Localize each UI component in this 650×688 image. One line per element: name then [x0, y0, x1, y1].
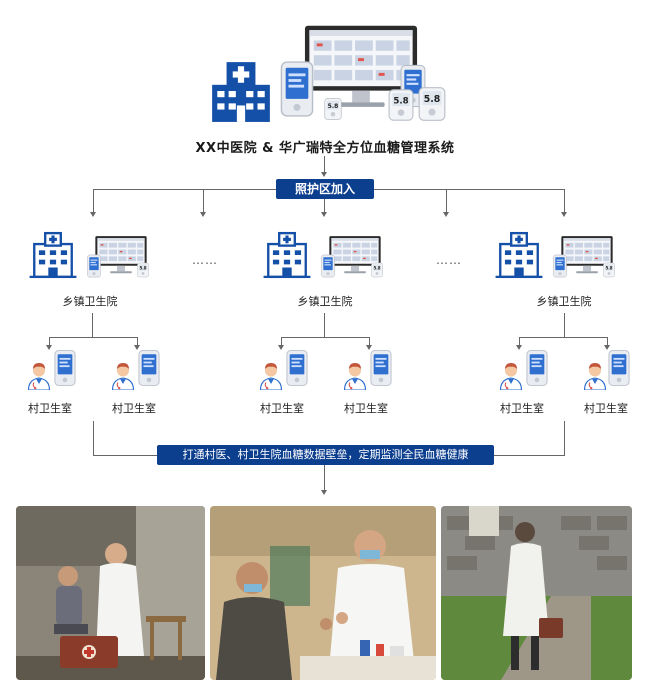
village-label: 村卫生室	[260, 402, 304, 415]
ellipsis: ……	[436, 253, 462, 267]
glucose-meter-icon	[324, 96, 342, 122]
village-label: 村卫生室	[28, 402, 72, 415]
village-tablet-icon	[54, 348, 76, 388]
township-label: 乡镇卫生院	[62, 295, 118, 308]
village-label: 村卫生室	[584, 402, 628, 415]
doctor-icon	[108, 360, 138, 390]
township-hospital-icon	[28, 230, 78, 280]
village-label: 村卫生室	[112, 402, 156, 415]
township-tablet-icon	[87, 254, 101, 278]
village-tablet-icon	[370, 348, 392, 388]
doctor-icon	[580, 360, 610, 390]
township-hospital-icon	[494, 230, 544, 280]
township-label: 乡镇卫生院	[297, 295, 353, 308]
doctor-icon	[496, 360, 526, 390]
doctor-icon	[24, 360, 54, 390]
township-tablet-icon	[553, 254, 567, 278]
main-hospital-icon	[208, 58, 274, 124]
township-meter-icon	[371, 262, 383, 278]
doctor-icon	[256, 360, 286, 390]
township-meter-icon	[137, 262, 149, 278]
glucose-meter-icon	[418, 86, 446, 122]
glucose-meter-icon	[388, 88, 414, 122]
village-label: 村卫生室	[500, 402, 544, 415]
township-meter-icon	[603, 262, 615, 278]
ellipsis: ……	[192, 253, 218, 267]
data-integration-banner: 打通村医、村卫生院血糖数据壁垒，定期监测全民血糖健康	[157, 445, 494, 465]
photo-glucose-test	[210, 506, 436, 680]
main-device-cluster	[280, 22, 450, 126]
village-tablet-icon	[138, 348, 160, 388]
join-banner: 照护区加入	[276, 179, 374, 199]
township-tablet-icon	[321, 254, 335, 278]
photo-home-visit-walk	[441, 506, 632, 680]
village-tablet-icon	[608, 348, 630, 388]
photo-village-doctor-visit	[16, 506, 205, 680]
village-label: 村卫生室	[344, 402, 388, 415]
system-title: XX中医院 & 华广瑞特全方位血糖管理系统	[195, 141, 455, 156]
village-tablet-icon	[526, 348, 548, 388]
township-hospital-icon	[262, 230, 312, 280]
tablet-icon	[280, 60, 314, 118]
village-tablet-icon	[286, 348, 308, 388]
township-label: 乡镇卫生院	[536, 295, 592, 308]
doctor-icon	[340, 360, 370, 390]
